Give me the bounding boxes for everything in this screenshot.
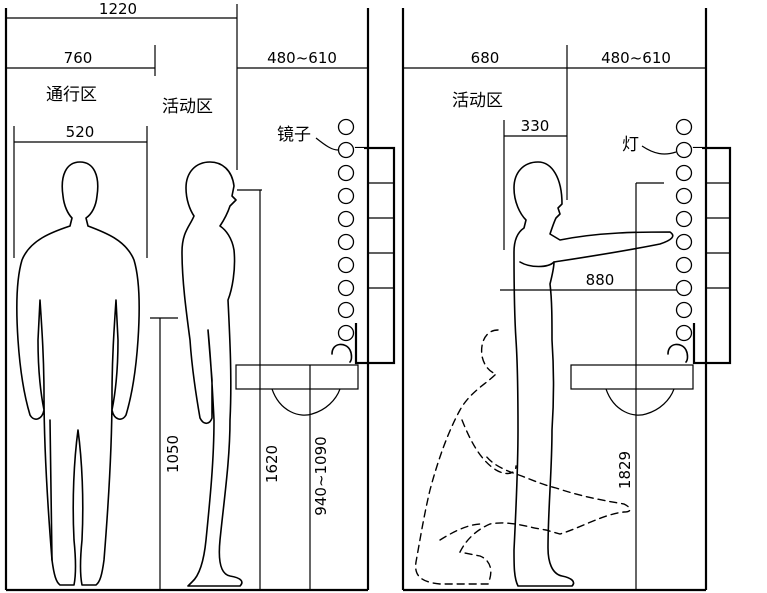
faucet-right (667, 343, 689, 363)
light-bulb (675, 141, 693, 159)
human-reaching (513, 161, 674, 587)
dim-1220-label: 1220 (99, 0, 137, 18)
light-bulb (337, 324, 355, 342)
activity-zone-label-left: 活动区 (162, 97, 213, 117)
light-bulb (675, 256, 693, 274)
dim-680-label: 680 (471, 49, 500, 67)
light-bulb (675, 324, 693, 342)
dim-480-610-right-label: 480~610 (601, 49, 671, 67)
light-bulb (337, 233, 355, 251)
light-bulb (675, 210, 693, 228)
dim-1620-label: 1620 (263, 445, 281, 483)
light-bulb (337, 256, 355, 274)
light-bulb (675, 118, 693, 136)
light-bulb (675, 301, 693, 319)
crouching-figure-dashed (414, 329, 631, 585)
light-bulb (675, 233, 693, 251)
crouching-figure-arm (461, 419, 517, 475)
dim-760-label: 760 (64, 49, 93, 67)
light-bulb (675, 164, 693, 182)
light-bulb (337, 301, 355, 319)
right-panel: 680 480~610 活动区 330 880 1829 (401, 8, 732, 592)
mirror-leader (315, 137, 339, 151)
dim-330-label: 330 (521, 117, 550, 135)
light-bulb (337, 210, 355, 228)
dim-1050-label: 1050 (164, 435, 182, 473)
passage-zone-label: 通行区 (46, 85, 97, 105)
dim-480-610-left-label: 480~610 (267, 49, 337, 67)
light-bulb (337, 279, 355, 297)
light-bulb (675, 187, 693, 205)
activity-zone-label-right: 活动区 (452, 91, 503, 111)
wash-basin-counter-right (570, 364, 694, 390)
light-bulb (337, 141, 355, 159)
cabinet-gap (688, 148, 702, 323)
crouching-figure-leg (439, 523, 483, 541)
light-bulb (337, 118, 355, 136)
dim-basin-label: 940~1090 (312, 436, 330, 515)
light-leader (641, 145, 677, 155)
mirror-lights-left (337, 118, 355, 342)
light-bulb (337, 164, 355, 182)
faucet-left (331, 343, 353, 363)
mirror-label: 镜子 (277, 125, 311, 145)
light-label: 灯 (622, 135, 639, 155)
human-reaching-shoulder (519, 261, 555, 268)
wash-basin-counter-left (235, 364, 359, 390)
cabinet-gap (350, 148, 364, 323)
light-bulb (675, 279, 693, 297)
wash-basin-bowl-right (605, 388, 675, 416)
dim-880-label: 880 (586, 271, 615, 289)
mirror-lights-right (675, 118, 693, 342)
light-bulb (337, 187, 355, 205)
human-front-leg-line (49, 419, 53, 561)
human-side-view (181, 161, 243, 587)
left-panel: 1220 760 480~610 通行区 活动区 520 1050 1620 9… (4, 0, 396, 592)
human-front-view (16, 161, 140, 586)
dim-1829-label: 1829 (616, 451, 634, 489)
dim-520-label: 520 (66, 123, 95, 141)
wash-basin-bowl-left (271, 388, 341, 416)
